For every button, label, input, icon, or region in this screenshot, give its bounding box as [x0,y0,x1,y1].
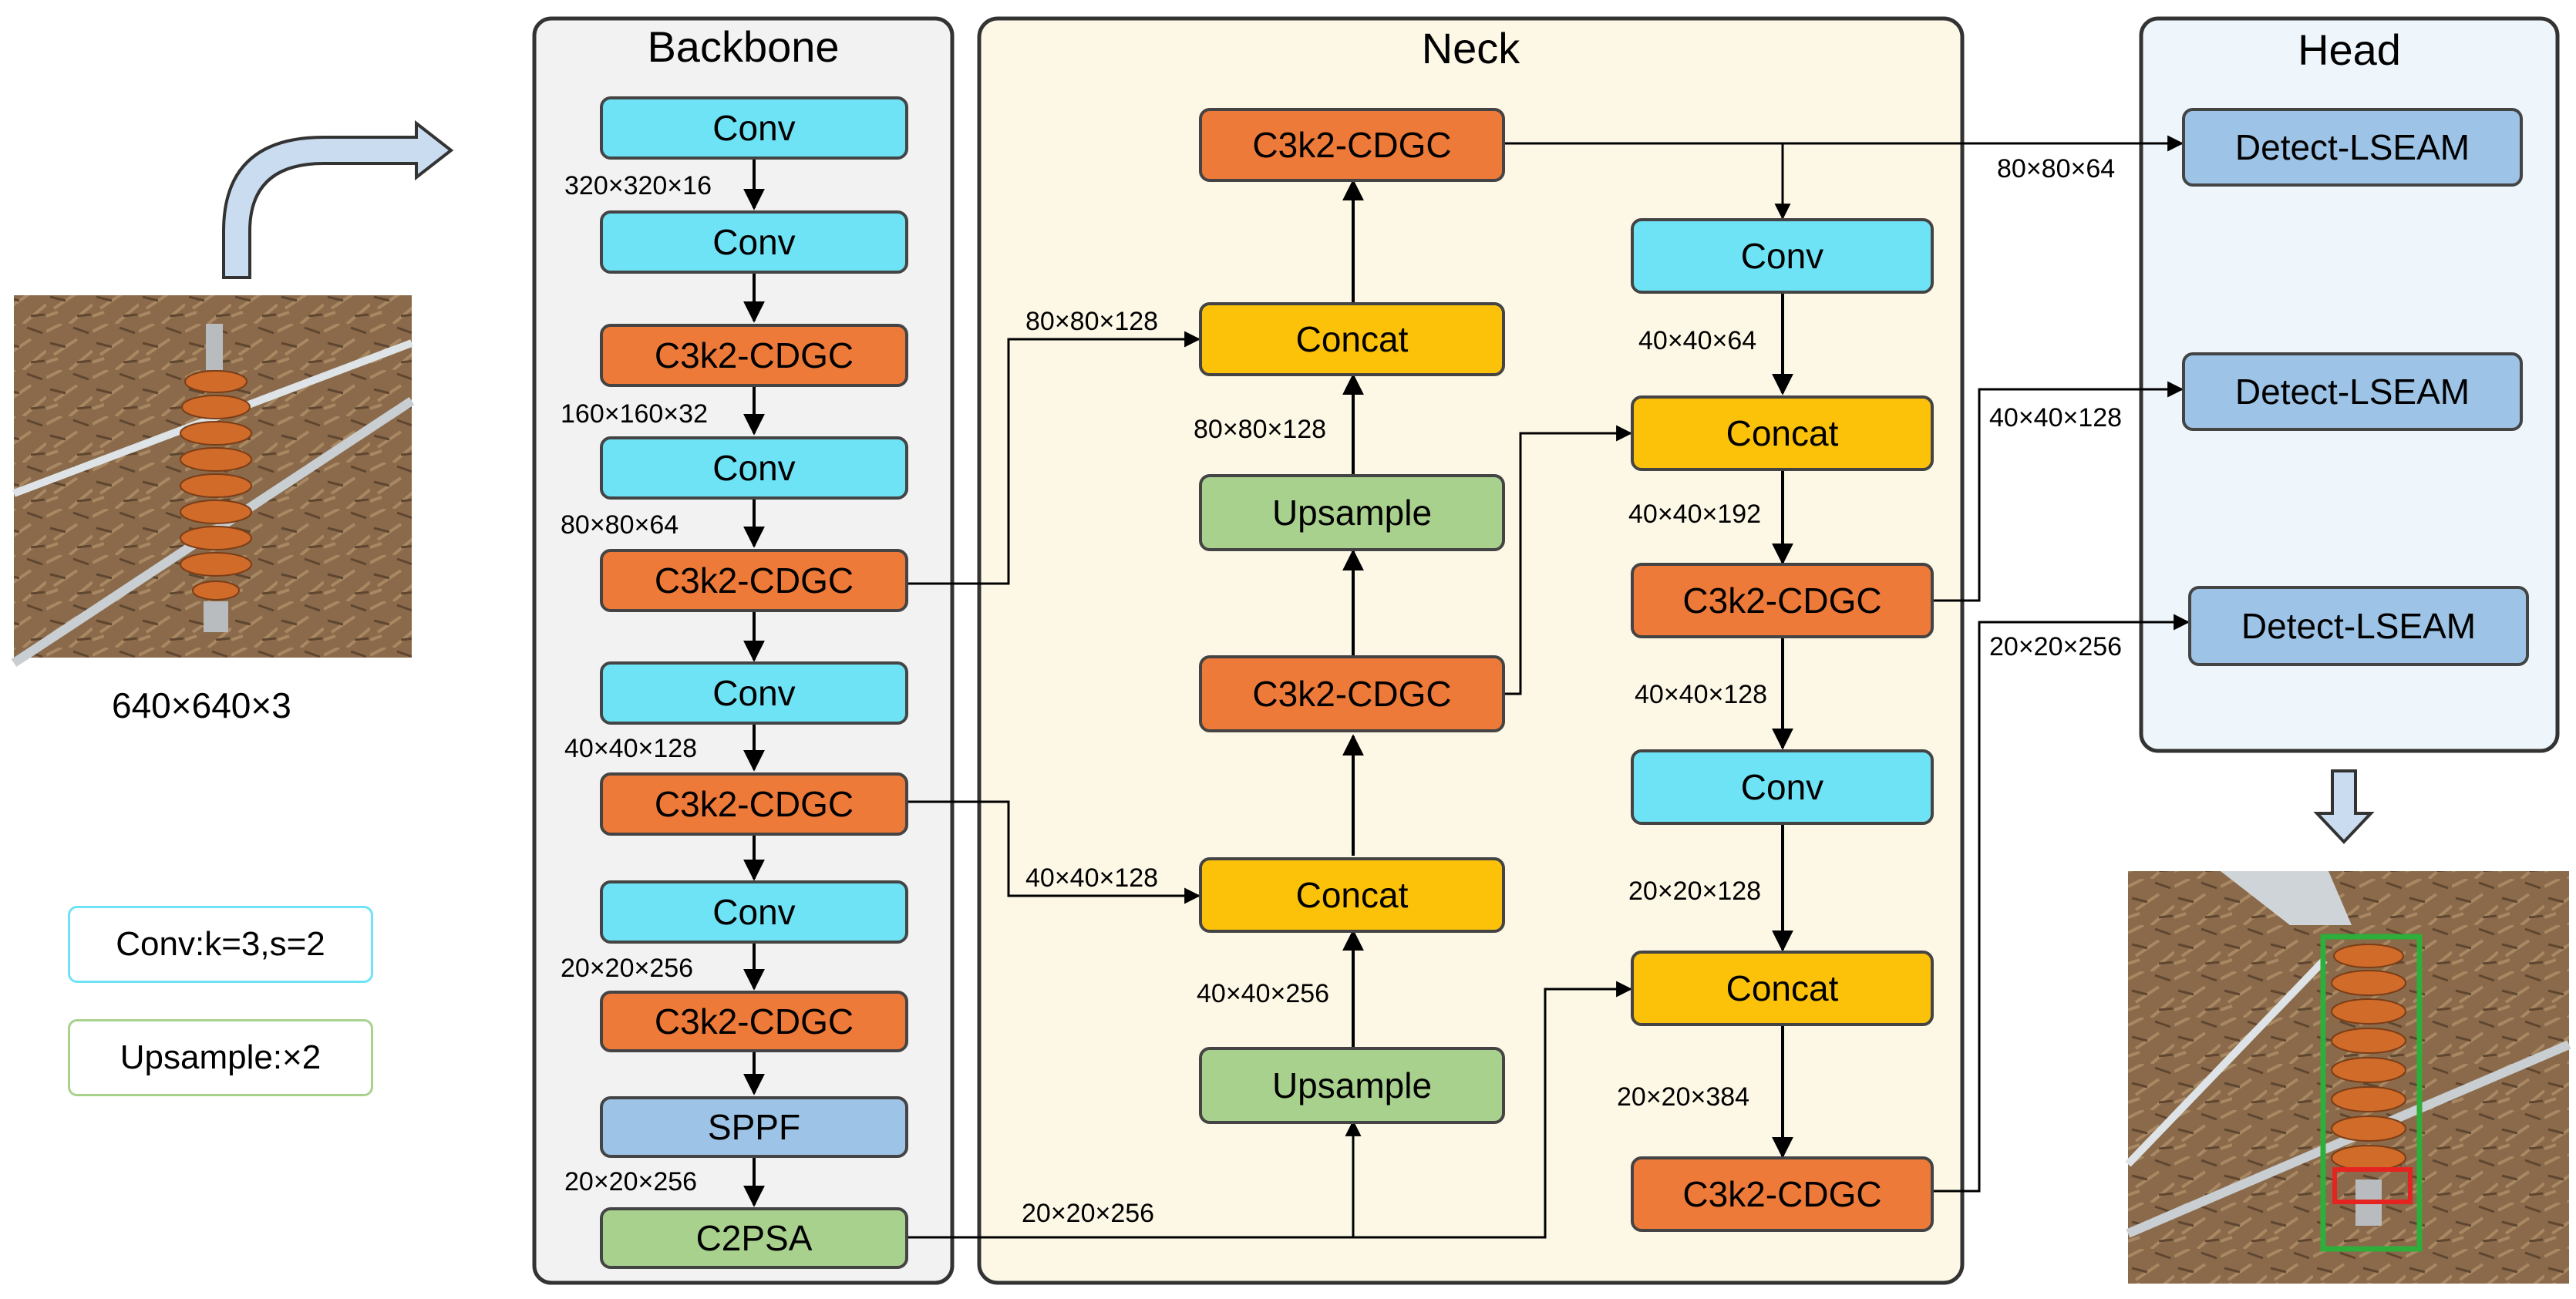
neck-dim-40x40x256: 40×40×256 [1197,979,1330,1008]
head-dim-20x20x256: 20×20×256 [1989,632,2123,661]
neck-dim-40x40x64: 40×40×64 [1638,326,1757,355]
output-image [2125,871,2571,1284]
head-output-arrow [2313,769,2375,844]
neck-left-upsample-1: Upsample [1199,474,1505,551]
backbone-conv-5: Conv [600,880,908,944]
neck-left-c3k2-top: C3k2-CDGC [1199,108,1505,182]
backbone-c3k2-2: C3k2-CDGC [600,549,908,612]
head-dim-80x80x64: 80×80×64 [1997,154,2116,183]
head-dim-40x40x128: 40×40×128 [1989,403,2123,432]
legend-conv: Conv:k=3,s=2 [68,906,373,983]
backbone-sppf: SPPF [600,1096,908,1158]
backbone-c3k2-1: C3k2-CDGC [600,324,908,387]
backbone-c2psa: C2PSA [600,1207,908,1269]
backbone-dim-2: 160×160×32 [561,399,708,429]
backbone-c3k2-4: C3k2-CDGC [600,991,908,1052]
detection-box [2320,934,2423,1252]
backbone-conv-1: Conv [600,96,908,160]
neck-right-concat-1: Concat [1631,395,1934,471]
backbone-dim-4: 40×40×128 [564,734,698,763]
backbone-panel-bg [532,16,955,1285]
neck-right-conv-1: Conv [1631,218,1934,294]
input-image [11,295,415,668]
input-size-label: 640×640×3 [112,685,291,725]
head-detect-2: Detect-LSEAM [2182,352,2523,431]
backbone-conv-2: Conv [600,210,908,274]
neck-dim-80x80x128-b: 80×80×128 [1194,415,1327,444]
backbone-title: Backbone [647,22,840,71]
neck-right-c3k2-2: C3k2-CDGC [1631,1156,1934,1232]
neck-dim-40x40x128: 40×40×128 [1025,863,1159,893]
head-detect-3: Detect-LSEAM [2188,586,2529,666]
neck-right-concat-2: Concat [1631,951,1934,1026]
neck-title: Neck [1421,24,1520,72]
backbone-dim-5: 20×20×256 [561,954,694,983]
neck-left-concat-1: Concat [1199,302,1505,376]
backbone-dim-1: 320×320×16 [564,171,712,200]
backbone-dim-6: 20×20×256 [564,1167,698,1196]
defect-highlight-box [2332,1167,2413,1204]
neck-dim-40x40x192: 40×40×192 [1628,500,1762,529]
neck-dim-20x20x128: 20×20×128 [1628,877,1762,906]
neck-dim-20x20x256: 20×20×256 [1022,1199,1155,1228]
neck-dim-20x20x384: 20×20×384 [1617,1082,1750,1112]
neck-right-conv-2: Conv [1631,749,1934,825]
neck-left-concat-2: Concat [1199,857,1505,933]
head-title: Head [2298,25,2401,74]
backbone-conv-3: Conv [600,436,908,500]
neck-dim-40x40x128-b: 40×40×128 [1635,680,1768,709]
legend-upsample: Upsample:×2 [68,1019,373,1096]
neck-left-c3k2-mid: C3k2-CDGC [1199,655,1505,732]
backbone-dim-3: 80×80×64 [561,510,679,540]
head-detect-1: Detect-LSEAM [2182,108,2523,187]
neck-dim-80x80x128-a: 80×80×128 [1025,307,1159,336]
neck-right-c3k2-1: C3k2-CDGC [1631,563,1934,638]
input-curved-arrow [222,119,454,279]
neck-left-upsample-2: Upsample [1199,1047,1505,1124]
backbone-c3k2-3: C3k2-CDGC [600,772,908,836]
backbone-conv-4: Conv [600,661,908,725]
